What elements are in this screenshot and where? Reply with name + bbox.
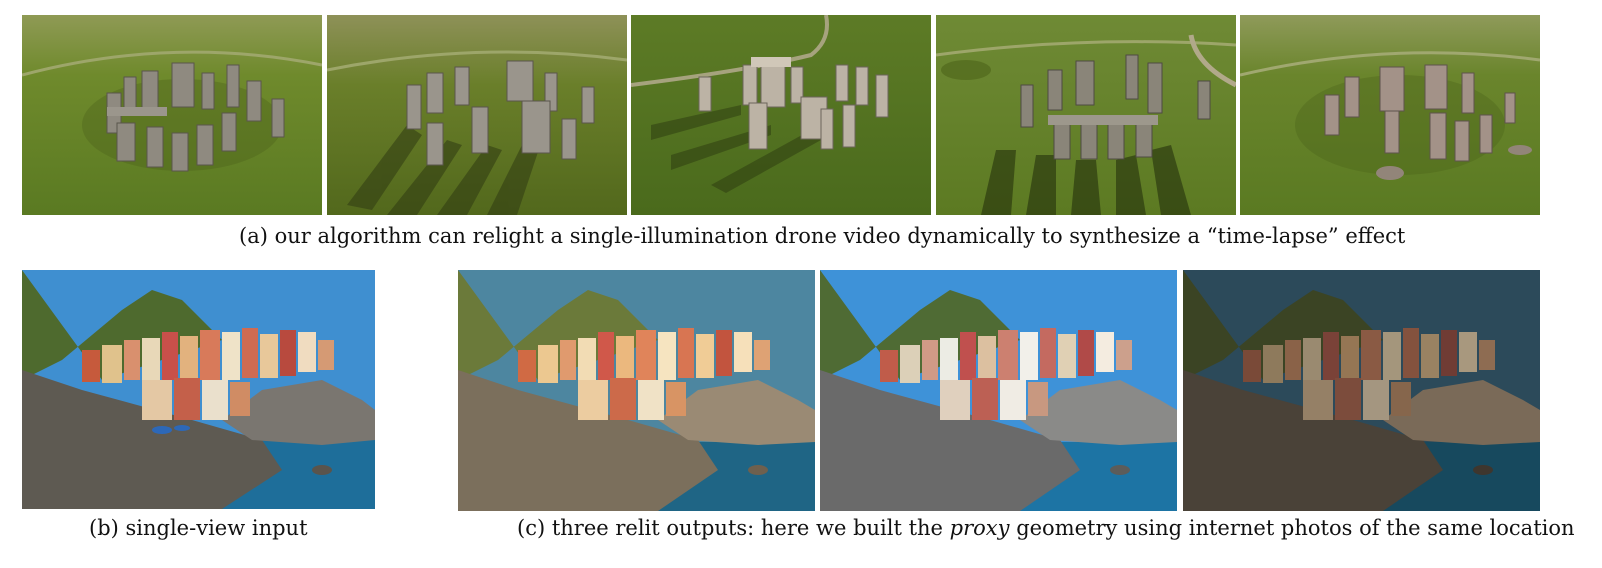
stonehenge-image-2 bbox=[327, 15, 627, 215]
stonehenge-image-3 bbox=[631, 15, 931, 215]
stonehenge-image-4 bbox=[936, 15, 1236, 215]
caption-c-text-2: geometry using internet photos of the sa… bbox=[1009, 516, 1575, 540]
caption-a: (a) our algorithm can relight a single-i… bbox=[239, 224, 1406, 248]
caption-b: (b) single-view input bbox=[89, 516, 308, 540]
relit-output-1 bbox=[458, 270, 815, 511]
stonehenge-image-5 bbox=[1240, 15, 1540, 215]
relit-output-2 bbox=[820, 270, 1177, 511]
relit-output-3 bbox=[1183, 270, 1540, 511]
stonehenge-image-1 bbox=[22, 15, 322, 215]
caption-c-emphasis: proxy bbox=[949, 516, 1010, 540]
caption-c: (c) three relit outputs: here we built t… bbox=[517, 514, 1575, 542]
input-image-manarola bbox=[22, 270, 375, 509]
caption-c-text-1: (c) three relit outputs: here we built t… bbox=[517, 516, 950, 540]
